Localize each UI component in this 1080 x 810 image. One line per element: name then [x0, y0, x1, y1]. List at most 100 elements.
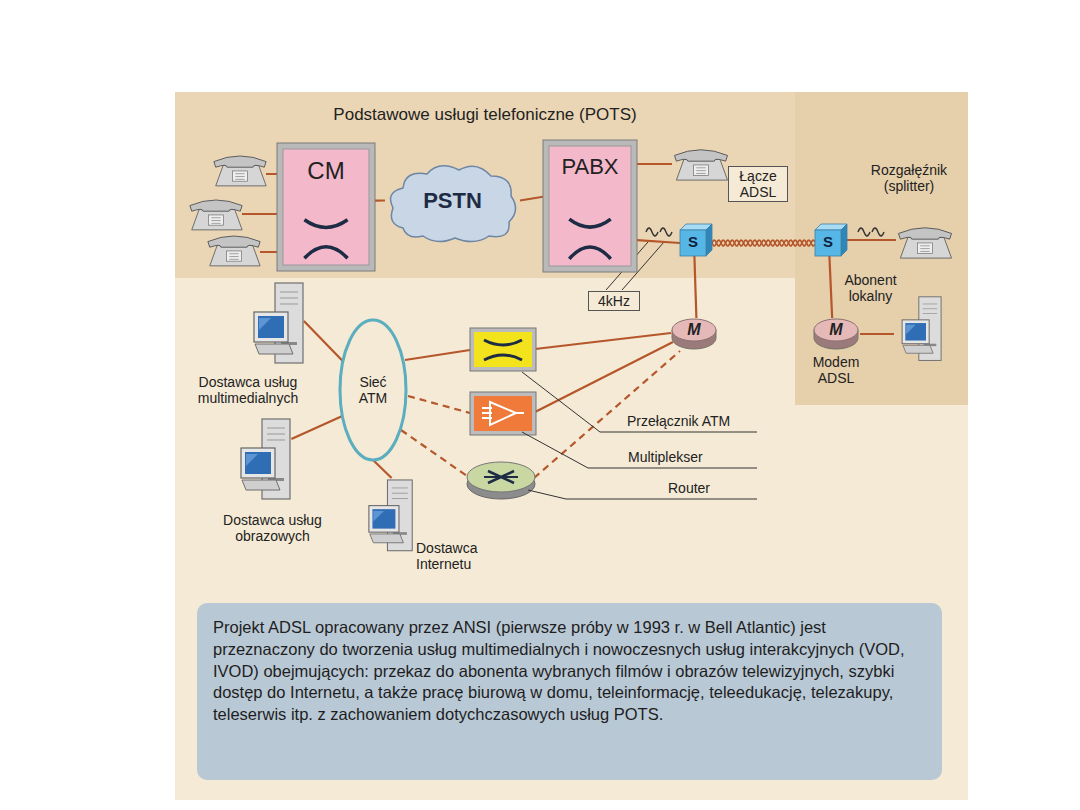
atm-wires-part — [405, 350, 470, 360]
pots-band: Podstawowe usługi telefoniczne (POTS) CM P… — [175, 92, 795, 278]
atm-switch-symbol-part — [474, 332, 532, 367]
telephone-icons-part — [214, 156, 266, 186]
splitter-box-outline-part — [815, 230, 841, 256]
node-text: Dostawca usług multimedialnych — [183, 374, 313, 406]
caption-text: Projekt ADSL opracowany przez ANSI (pier… — [197, 603, 942, 780]
line-label: Łącze ADSL — [728, 166, 788, 202]
network-cloud: PSTN — [385, 158, 520, 243]
router-symbol-part — [484, 476, 518, 478]
node-text: M — [670, 321, 718, 339]
connector — [637, 240, 680, 243]
connector-line — [304, 321, 343, 361]
panel-ground-part — [175, 92, 795, 278]
connector-line — [694, 256, 696, 318]
splitter-box: SRozgałęźnik (splitter) — [815, 224, 847, 256]
atm-wires-part — [408, 396, 470, 413]
atm-switch-symbol — [470, 328, 536, 371]
network-ellipse: Sieć ATM — [338, 318, 408, 462]
leader-lines — [522, 372, 757, 499]
connector-line — [520, 197, 543, 201]
connector — [694, 256, 696, 318]
telephone-icons-part — [898, 228, 951, 258]
router-symbol-part — [467, 462, 535, 492]
phone-wires-part — [266, 173, 277, 175]
node-text: Dostawca Internetu — [416, 540, 486, 572]
low-pass-filter-symbol-part — [858, 228, 884, 236]
exchange-box: PABX — [543, 140, 637, 272]
connector — [291, 416, 342, 439]
frequency-label: 4kHz — [588, 291, 640, 311]
modem-symbol: M — [670, 318, 718, 350]
node-text: Dostawca usług obrazowych — [205, 512, 340, 544]
exchange-box-outline-part — [543, 140, 637, 272]
phone-wires-part — [242, 213, 277, 215]
connector-line — [829, 256, 832, 318]
telephone-icons-part — [674, 150, 727, 180]
connector-line — [291, 416, 342, 439]
provider-computer-outline-part — [369, 480, 412, 551]
telephone-icons-part — [190, 200, 242, 230]
node-text: Abonent lokalny — [823, 272, 918, 304]
connector-line — [637, 240, 680, 243]
node-text: Sieć ATM — [348, 374, 398, 406]
exchange-box-outline-part — [283, 149, 369, 265]
modem-symbol: MModem ADSL — [812, 318, 860, 350]
exchange-box-outline-part — [277, 143, 375, 271]
node-text: Podstawowe usługi telefoniczne (POTS) — [175, 105, 795, 125]
provider-computer: Dostawca usług multimedialnych — [183, 282, 313, 412]
node-text: CM — [283, 157, 369, 185]
node-text: S — [680, 233, 706, 250]
low-pass-filter-symbol-part — [646, 228, 672, 236]
atm-switch-symbol-part — [484, 340, 522, 360]
provider-computer-outline-part — [254, 283, 303, 363]
phone-wires-part — [637, 163, 672, 165]
subscriber-computer — [902, 297, 941, 361]
part-label: Multiplekser — [628, 449, 753, 465]
part-label: Router — [668, 480, 753, 496]
node-caption: Modem ADSL — [804, 354, 868, 386]
connector — [829, 256, 832, 318]
leader-lines-part — [528, 490, 757, 499]
network-cloud-outline-part — [391, 166, 516, 242]
leader-lines-part — [522, 432, 757, 468]
subscriber-panel: Abonent lokalnySRozgałęźnik (splitter)MM… — [795, 92, 968, 405]
node-caption: Rozgałęźnik (splitter) — [863, 162, 955, 194]
phone-wires-part — [260, 251, 277, 253]
connector-line — [712, 240, 815, 246]
phone-wires-part — [860, 333, 894, 335]
node-text: PABX — [549, 154, 631, 179]
exchange-box-outline-part — [304, 220, 347, 258]
node-text: PSTN — [395, 188, 510, 213]
twisted-pair-line — [712, 240, 815, 246]
network-ellipse-outline-part — [340, 320, 406, 460]
multiplexer-symbol-part — [470, 392, 536, 435]
provider-computer: Dostawca usług obrazowych — [205, 418, 340, 550]
exchange-box-outline-part — [569, 219, 610, 259]
connector-line — [375, 199, 385, 201]
connector — [375, 200, 385, 201]
atm-wires-part — [535, 342, 673, 412]
connector-line — [712, 240, 815, 246]
panel-ground-part — [175, 92, 968, 800]
provider-computer-outline-part — [241, 419, 290, 499]
connector-line — [373, 460, 392, 478]
part-label: Przełącznik ATM — [627, 413, 757, 429]
atm-switch-symbol-part — [470, 328, 536, 371]
splitter-box-outline-part — [841, 224, 847, 256]
multiplexer-symbol — [470, 392, 536, 435]
node-text: M — [812, 321, 860, 339]
provider-computer: Dostawca Internetu — [368, 478, 486, 583]
multiplexer-symbol-part — [474, 396, 532, 431]
splitter-box-outline-part — [680, 230, 706, 256]
atm-wires-part — [401, 430, 467, 476]
atm-wires-part — [535, 333, 671, 349]
multiplexer-symbol-part — [490, 402, 516, 425]
exchange-box-outline-part — [549, 146, 631, 266]
exchange-box: CM — [277, 143, 375, 271]
telephone-icons-part — [208, 236, 260, 266]
connector — [373, 460, 392, 478]
panel-ground — [175, 92, 968, 800]
multiplexer-symbol-part — [482, 408, 524, 418]
node-text: S — [815, 233, 841, 250]
connector — [520, 197, 543, 201]
